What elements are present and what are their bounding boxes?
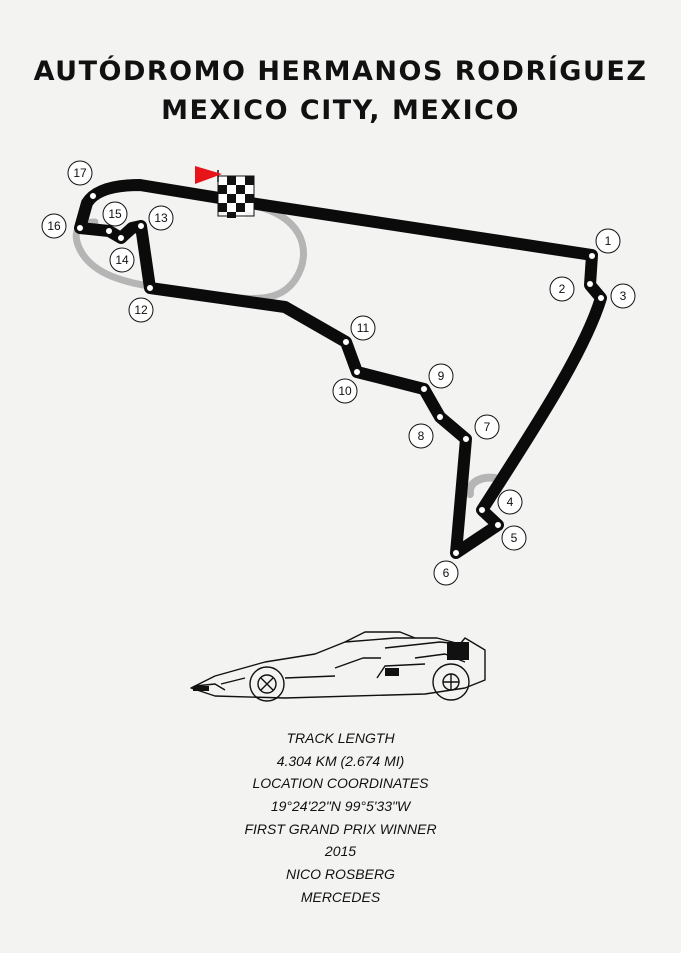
circuit-location: MEXICO CITY, MEXICO xyxy=(161,95,520,126)
location-coordinates-value: 19°24'22"N 99°5'33"W xyxy=(270,798,411,815)
turn-number-2: 2 xyxy=(559,282,566,296)
turn-number-10: 10 xyxy=(338,384,352,398)
track-info: TRACK LENGTH 4.304 KM (2.674 MI) LOCATIO… xyxy=(0,727,681,909)
turn-number-5: 5 xyxy=(511,531,518,545)
first-winner-label: FIRST GRAND PRIX WINNER xyxy=(244,820,437,837)
turn-marker-6: 6 xyxy=(433,560,459,586)
turn-number-3: 3 xyxy=(620,289,627,303)
turn-number-9: 9 xyxy=(438,369,445,383)
start-finish-flag xyxy=(195,166,255,218)
turn-marker-3: 3 xyxy=(610,283,636,309)
track-length-value: 4.304 KM (2.674 MI) xyxy=(276,752,405,769)
turn-number-7: 7 xyxy=(484,420,491,434)
turn-number-11: 11 xyxy=(357,321,370,335)
track-outline xyxy=(74,179,607,559)
turn-marker-7: 7 xyxy=(474,414,500,440)
first-winner-year: 2015 xyxy=(324,843,357,860)
turn-number-17: 17 xyxy=(73,166,87,180)
race-car-illustration xyxy=(190,631,486,702)
turn-number-4: 4 xyxy=(507,495,514,509)
circuit-name: AUTÓDROMO HERMANOS RODRÍGUEZ xyxy=(33,56,648,87)
apex-markers xyxy=(76,192,605,557)
turn-marker-13: 13 xyxy=(148,205,174,231)
track-length-label: TRACK LENGTH xyxy=(286,730,395,746)
turn-marker-10: 10 xyxy=(332,378,358,404)
first-winner-driver: NICO ROSBERG xyxy=(286,866,395,883)
first-winner-team: MERCEDES xyxy=(300,888,381,905)
turn-marker-15: 15 xyxy=(102,201,128,227)
turn-marker-8: 8 xyxy=(408,423,434,449)
turn-number-6: 6 xyxy=(443,566,450,580)
turn-number-14: 14 xyxy=(115,253,129,267)
turn-marker-2: 2 xyxy=(549,276,575,302)
turn-number-8: 8 xyxy=(418,429,425,443)
turn-number-15: 15 xyxy=(108,207,122,221)
turn-marker-1: 1 xyxy=(595,228,621,254)
turn-marker-5: 5 xyxy=(501,525,527,551)
turn-number-12: 12 xyxy=(134,303,148,317)
turn-marker-11: 11 xyxy=(350,315,376,341)
turn-marker-14: 14 xyxy=(109,247,135,273)
turn-number-1: 1 xyxy=(605,234,612,248)
turn-marker-9: 9 xyxy=(428,363,454,389)
turn-marker-4: 4 xyxy=(497,489,523,515)
turn-marker-12: 12 xyxy=(128,297,154,323)
turn-number-16: 16 xyxy=(47,219,61,233)
turn-marker-16: 16 xyxy=(41,213,67,239)
location-coordinates-label: LOCATION COORDINATES xyxy=(252,775,429,792)
turn-marker-17: 17 xyxy=(67,160,93,186)
old-layout-hairpin xyxy=(465,473,499,498)
turn-number-13: 13 xyxy=(154,211,168,225)
